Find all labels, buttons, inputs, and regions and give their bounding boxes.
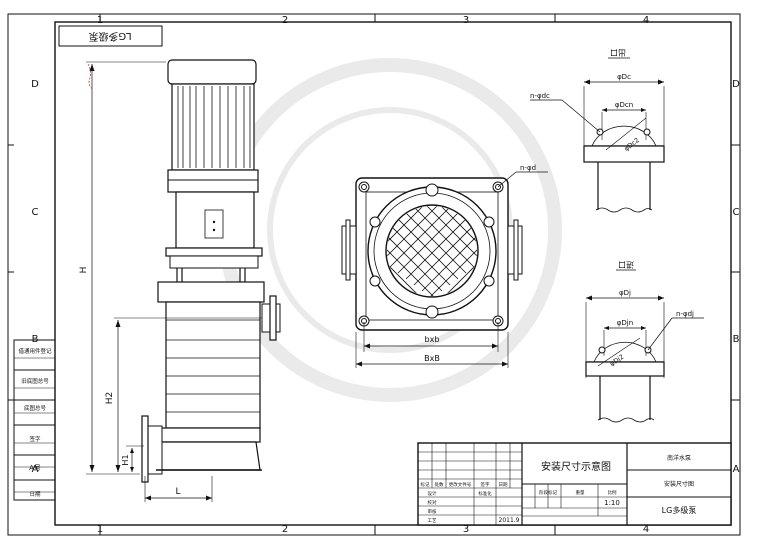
pump-dimensions: H H2 H1 L	[79, 61, 262, 502]
col-label-bottom-3: 3	[463, 524, 469, 535]
motor-crosshatch-circle	[385, 204, 479, 298]
zone-column-labels: 1 2 3 4 1 2 3 4	[97, 15, 649, 535]
dim-small-b-label: bxb	[425, 335, 440, 344]
inlet-holes-label: n-φdj	[676, 310, 694, 318]
left-record-table: 借通用件登记 旧底图总号 底图总号 签字 A号 日期	[13, 339, 56, 501]
col-label-bottom-2: 2	[282, 524, 288, 535]
inlet-flange-detail: 进口 φDj φDjn φDj2 n-φdj	[585, 260, 704, 423]
row-label-right-B: B	[733, 334, 740, 345]
pump-base	[157, 441, 261, 471]
scale-value: 1:10	[604, 499, 620, 507]
dim-h2-label: H2	[105, 392, 115, 405]
rev-col-2: 处数	[435, 481, 444, 488]
col-label-bottom-1: 1	[97, 524, 103, 535]
left-table-row-2: 旧底图总号	[21, 377, 49, 385]
rev-col-3: 更改文件号	[449, 481, 472, 488]
outlet-flange	[269, 295, 277, 341]
rev-col-4: 签字	[481, 481, 490, 488]
left-table-row-3: 底图总号	[24, 404, 47, 412]
outlet-flange-plate	[583, 145, 665, 163]
inlet-dj-label: φDj	[619, 289, 631, 297]
col-label-top-4: 4	[643, 15, 649, 26]
corner-title-box: LG多级泵	[58, 25, 163, 47]
outlet-holes-label: n-φdc	[530, 92, 550, 100]
row-label-right-D: D	[732, 79, 740, 90]
outlet-dcn-label: φDcn	[615, 101, 633, 109]
row-label-left-C: C	[32, 207, 39, 218]
inlet-title: 进口	[618, 260, 634, 269]
drawing-name: 安装尺寸示意图	[541, 460, 611, 473]
weight-label: 重量	[576, 489, 585, 496]
left-table-row-5: 日期	[29, 491, 41, 498]
sign-row-3: 审核	[428, 508, 437, 515]
dim-big-b-label: BxB	[424, 354, 440, 363]
sign-row-4: 工艺	[428, 518, 437, 524]
base-plan-view: bxb BxB n-φd	[341, 164, 548, 368]
stage-label: 阶段标记	[539, 489, 557, 496]
outlet-title: 出口	[610, 48, 626, 58]
left-table-ab-label: A号	[29, 464, 41, 472]
dim-h1-label: H1	[121, 454, 130, 465]
sign-row-5: 标准化	[478, 490, 492, 497]
inlet-djn-label: φDjn	[617, 319, 633, 327]
row-label-left-A: A	[32, 464, 39, 475]
motor-body	[171, 83, 255, 171]
left-table-row-1: 借通用件登记	[18, 347, 52, 355]
title-block-date: 2011.9	[499, 517, 520, 524]
motor-flange	[167, 169, 259, 193]
corner-title: LG多级泵	[88, 30, 131, 43]
inlet-flange	[141, 415, 149, 483]
ratio-label: 比例	[608, 489, 617, 496]
outlet-dc-label: φDc	[617, 73, 631, 81]
dim-l-label: L	[175, 487, 180, 497]
rev-col-5: 日期	[499, 482, 508, 488]
outlet-flange-detail: 出口 φDc φDcn φDc2 n-φdc	[530, 48, 665, 213]
col-label-top-2: 2	[282, 15, 288, 26]
left-table-row-4: 签字	[29, 435, 41, 443]
motor-fan-cover	[167, 59, 257, 85]
rev-col-1: 标记	[421, 481, 430, 488]
dim-h-label: H	[79, 267, 89, 274]
drawing-frame	[7, 13, 741, 536]
base-holes-label: n-φd	[520, 164, 536, 172]
inlet-flange-plate	[585, 361, 665, 377]
pump-stages	[165, 301, 261, 429]
outlet-section	[157, 281, 265, 303]
title-block: 标记 处数 更改文件号 签字 日期 设计 校对 审核 工艺 标准化 2011.9…	[417, 442, 732, 526]
sign-row-2: 校对	[428, 499, 437, 506]
row-label-right-A: A	[733, 464, 740, 475]
col-label-bottom-4: 4	[643, 524, 649, 535]
product-model: LG多级泵	[662, 505, 697, 515]
row-label-right-C: C	[733, 207, 740, 218]
drawing-type: 安装尺寸图	[664, 480, 694, 488]
row-label-left-D: D	[31, 79, 39, 90]
col-label-top-3: 3	[463, 15, 469, 26]
col-label-top-1: 1	[97, 15, 103, 26]
sign-row-1: 设计	[428, 490, 437, 497]
company-name: 南洋水泵	[667, 454, 691, 462]
pump-side-view	[141, 59, 281, 483]
